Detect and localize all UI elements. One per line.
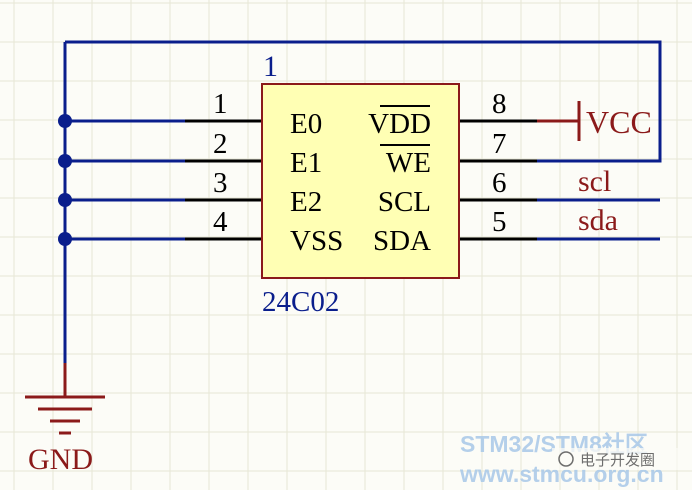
wires (58, 40, 662, 363)
gnd-power-port[interactable]: GND (25, 363, 105, 476)
vcc-power-port[interactable]: VCC (537, 101, 652, 141)
component-designator: 1 (263, 50, 278, 83)
pin-number: 5 (492, 206, 507, 238)
pin-number: 2 (213, 128, 228, 160)
pin-name: E0 (290, 108, 322, 140)
watermark: STM32/STM8社区 www.stmcu.org.cn 电子开发圈 (459, 431, 686, 487)
wechat-icon (558, 451, 574, 467)
pin-name: SCL (378, 186, 431, 218)
junction-dot (58, 114, 72, 128)
component-part-number: 24C02 (262, 286, 339, 318)
pin-number: 6 (492, 167, 507, 199)
pin-stubs (185, 119, 537, 241)
junction-dot (58, 154, 72, 168)
junction-dot (58, 193, 72, 207)
pin-number: 8 (492, 88, 507, 120)
pin-number: 7 (492, 128, 507, 160)
net-label-sda[interactable]: sda (578, 204, 618, 237)
pin-name: E2 (290, 186, 322, 218)
pin-name: VDD (368, 108, 431, 140)
pin-name: VSS (290, 225, 343, 257)
pin-number: 1 (213, 88, 228, 120)
top-wire (65, 40, 662, 163)
junction-dot (58, 232, 72, 246)
gnd-label: GND (28, 443, 93, 476)
pin-number: 3 (213, 167, 228, 199)
net-label-scl[interactable]: scl (578, 165, 611, 198)
pin-name: E1 (290, 147, 322, 179)
ic-body[interactable] (261, 83, 460, 279)
pin-number: 4 (213, 206, 228, 238)
pin-name: SDA (373, 225, 431, 257)
pin-name: WE (386, 147, 431, 179)
vcc-label: VCC (586, 104, 652, 140)
watermark-overlay-bg (552, 448, 686, 470)
watermark-overlay: 电子开发圈 (580, 452, 655, 469)
